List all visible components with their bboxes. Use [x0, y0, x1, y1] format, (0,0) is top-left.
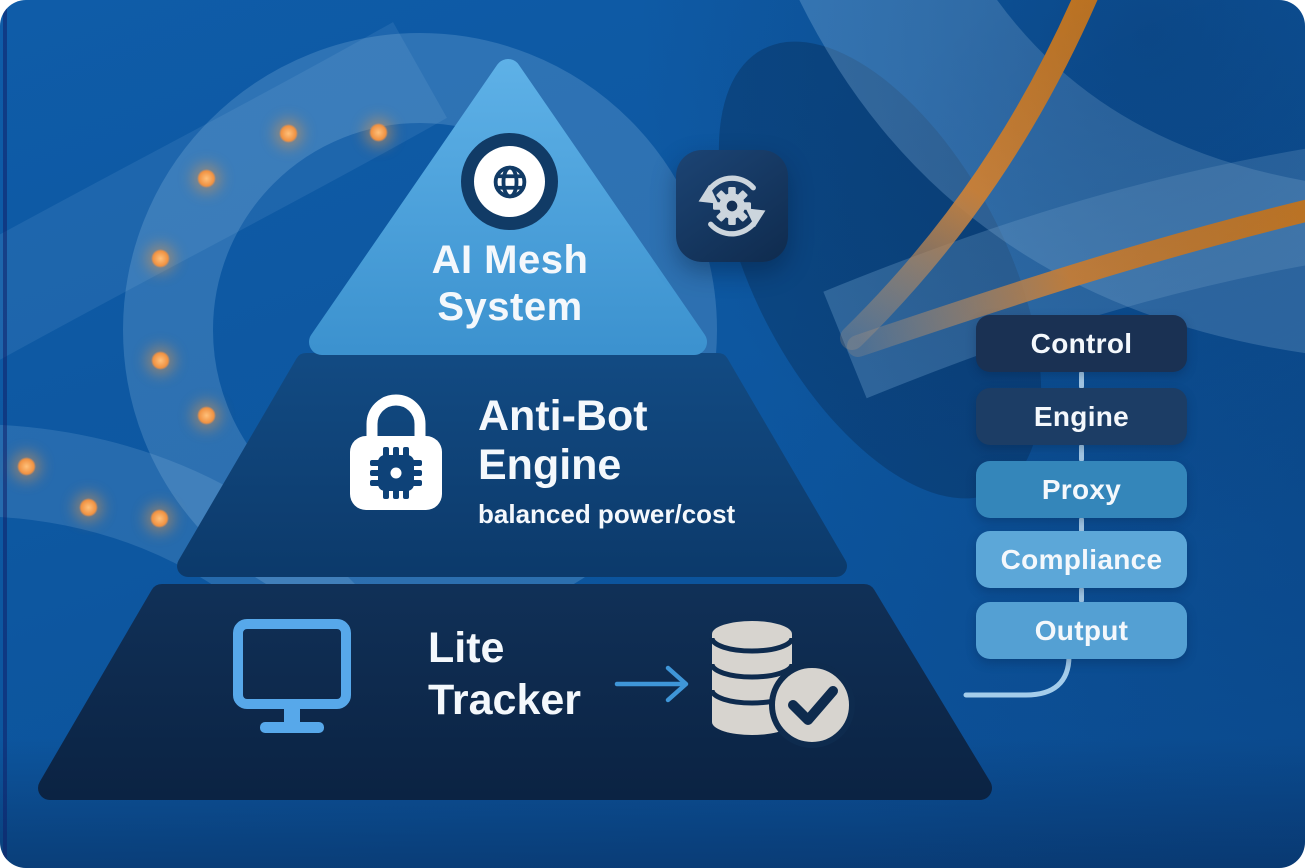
orange-dot: [17, 457, 36, 476]
orange-dot: [151, 351, 170, 370]
globe-badge-inner: [474, 146, 545, 217]
flow-connector: [1079, 517, 1084, 533]
middle-title-line2: Engine: [478, 441, 622, 489]
left-edge-accent: [3, 0, 7, 868]
monitor-icon: [233, 619, 351, 733]
orange-stripe-upper: [840, 0, 1098, 350]
orange-dot: [369, 123, 388, 142]
bottom-title-line2: Tracker: [428, 676, 582, 724]
top-title-line1: AI Mesh: [431, 238, 589, 282]
sync-gear-badge: [676, 150, 788, 262]
middle-title-line1: Anti-Bot: [478, 392, 648, 440]
background-band-upper: [800, 0, 1305, 354]
middle-tier-subtitle: balanced power/cost: [478, 499, 736, 529]
flow-connector: [1079, 587, 1084, 603]
lock-chip-icon: [350, 394, 442, 510]
bottom-tier-title: Lite Tracker: [428, 622, 581, 726]
database-check-icon: [709, 621, 855, 748]
top-tier-title: AI Mesh System: [335, 237, 685, 331]
globe-badge: [461, 133, 558, 230]
flow-connector: [1079, 371, 1084, 389]
orange-dot: [197, 169, 216, 188]
flow-step-control: Control: [976, 315, 1187, 372]
middle-tier-title: Anti-Bot Engine balanced power/cost: [478, 392, 735, 529]
top-title-line2: System: [437, 285, 583, 329]
flow-step-output: Output: [976, 602, 1187, 659]
flow-step-proxy: Proxy: [976, 461, 1187, 518]
globe-icon: [493, 165, 526, 198]
orange-dot: [197, 406, 216, 425]
sync-gear-icon: [698, 175, 766, 237]
flow-connector: [1079, 444, 1084, 462]
flow-step-compliance: Compliance: [976, 531, 1187, 588]
orange-dot: [151, 249, 170, 268]
bottom-title-line1: Lite: [428, 624, 505, 672]
arrow-right-icon: [614, 665, 689, 703]
orange-dot: [150, 509, 169, 528]
orange-dot: [79, 498, 98, 517]
flow-step-engine: Engine: [976, 388, 1187, 445]
orange-dot: [279, 124, 298, 143]
